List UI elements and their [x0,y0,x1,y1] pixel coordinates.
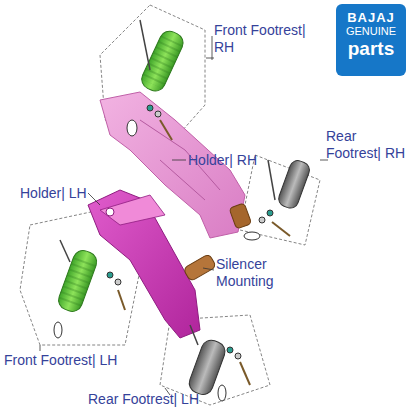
part-label: Front Footrest| RH [214,22,314,56]
part-label: Front Footrest| LH [4,352,154,369]
logo-text: GENUINE [340,25,402,38]
part-label: Rear Footrest| RH [326,128,408,162]
part-label: Silencer Mounting [216,256,291,290]
logo-text: BAJAJ [340,10,402,25]
logo-text: parts [340,38,402,60]
part-label: Rear Footrest| LH [88,391,238,408]
brand-logo: BAJAJGENUINEparts [336,4,406,76]
part-label: Holder| RH [188,152,298,169]
part-label: Holder| LH [20,185,130,202]
